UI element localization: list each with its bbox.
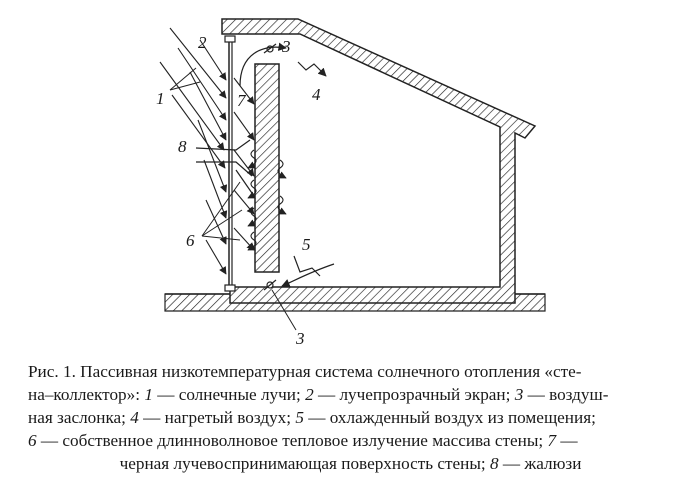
label-damper-top: 3 bbox=[281, 37, 291, 56]
caption-line-5: черная лучевоспринимающая поверхность ст… bbox=[119, 454, 582, 473]
longwave-radiation bbox=[247, 149, 287, 251]
caption-line-3: ная заслонка; 4 — нагретый воздух; 5 — о… bbox=[28, 408, 596, 427]
label-absorber: 7 bbox=[237, 91, 247, 110]
caption-line-1: Рис. 1. Пассивная низкотемпературная сис… bbox=[28, 362, 582, 381]
caption-line-2: на–коллектор»: 1 — солнечные лучи; 2 — л… bbox=[28, 385, 609, 404]
building-shell bbox=[221, 18, 537, 304]
label-damper-bottom: 3 bbox=[295, 329, 305, 348]
screen-bottom-cap bbox=[224, 284, 236, 292]
heated-air-flow bbox=[239, 42, 327, 87]
label-blinds: 8 bbox=[178, 137, 187, 156]
label-cooled-air: 5 bbox=[302, 235, 311, 254]
cooled-air-flow bbox=[281, 255, 335, 287]
storage-wall bbox=[254, 63, 280, 273]
label-rays: 1 bbox=[156, 89, 165, 108]
leader-damper-bottom bbox=[271, 289, 297, 331]
label-screen: 2 bbox=[198, 33, 207, 52]
screen-top-cap bbox=[224, 35, 236, 43]
leader-rays bbox=[169, 67, 201, 91]
label-heated-air: 4 bbox=[312, 85, 321, 104]
solar-wall-diagram: 2 3 1 4 7 8 6 5 3 bbox=[156, 18, 546, 348]
figure-caption: Рис. 1. Пассивная низкотемпературная сис… bbox=[28, 360, 673, 475]
caption-line-4: 6 — собственное длинноволновое тепловое … bbox=[28, 431, 578, 450]
label-radiation: 6 bbox=[186, 231, 195, 250]
solar-rays bbox=[159, 27, 255, 275]
damper-bottom bbox=[263, 279, 277, 291]
leader-radiation bbox=[201, 181, 243, 241]
